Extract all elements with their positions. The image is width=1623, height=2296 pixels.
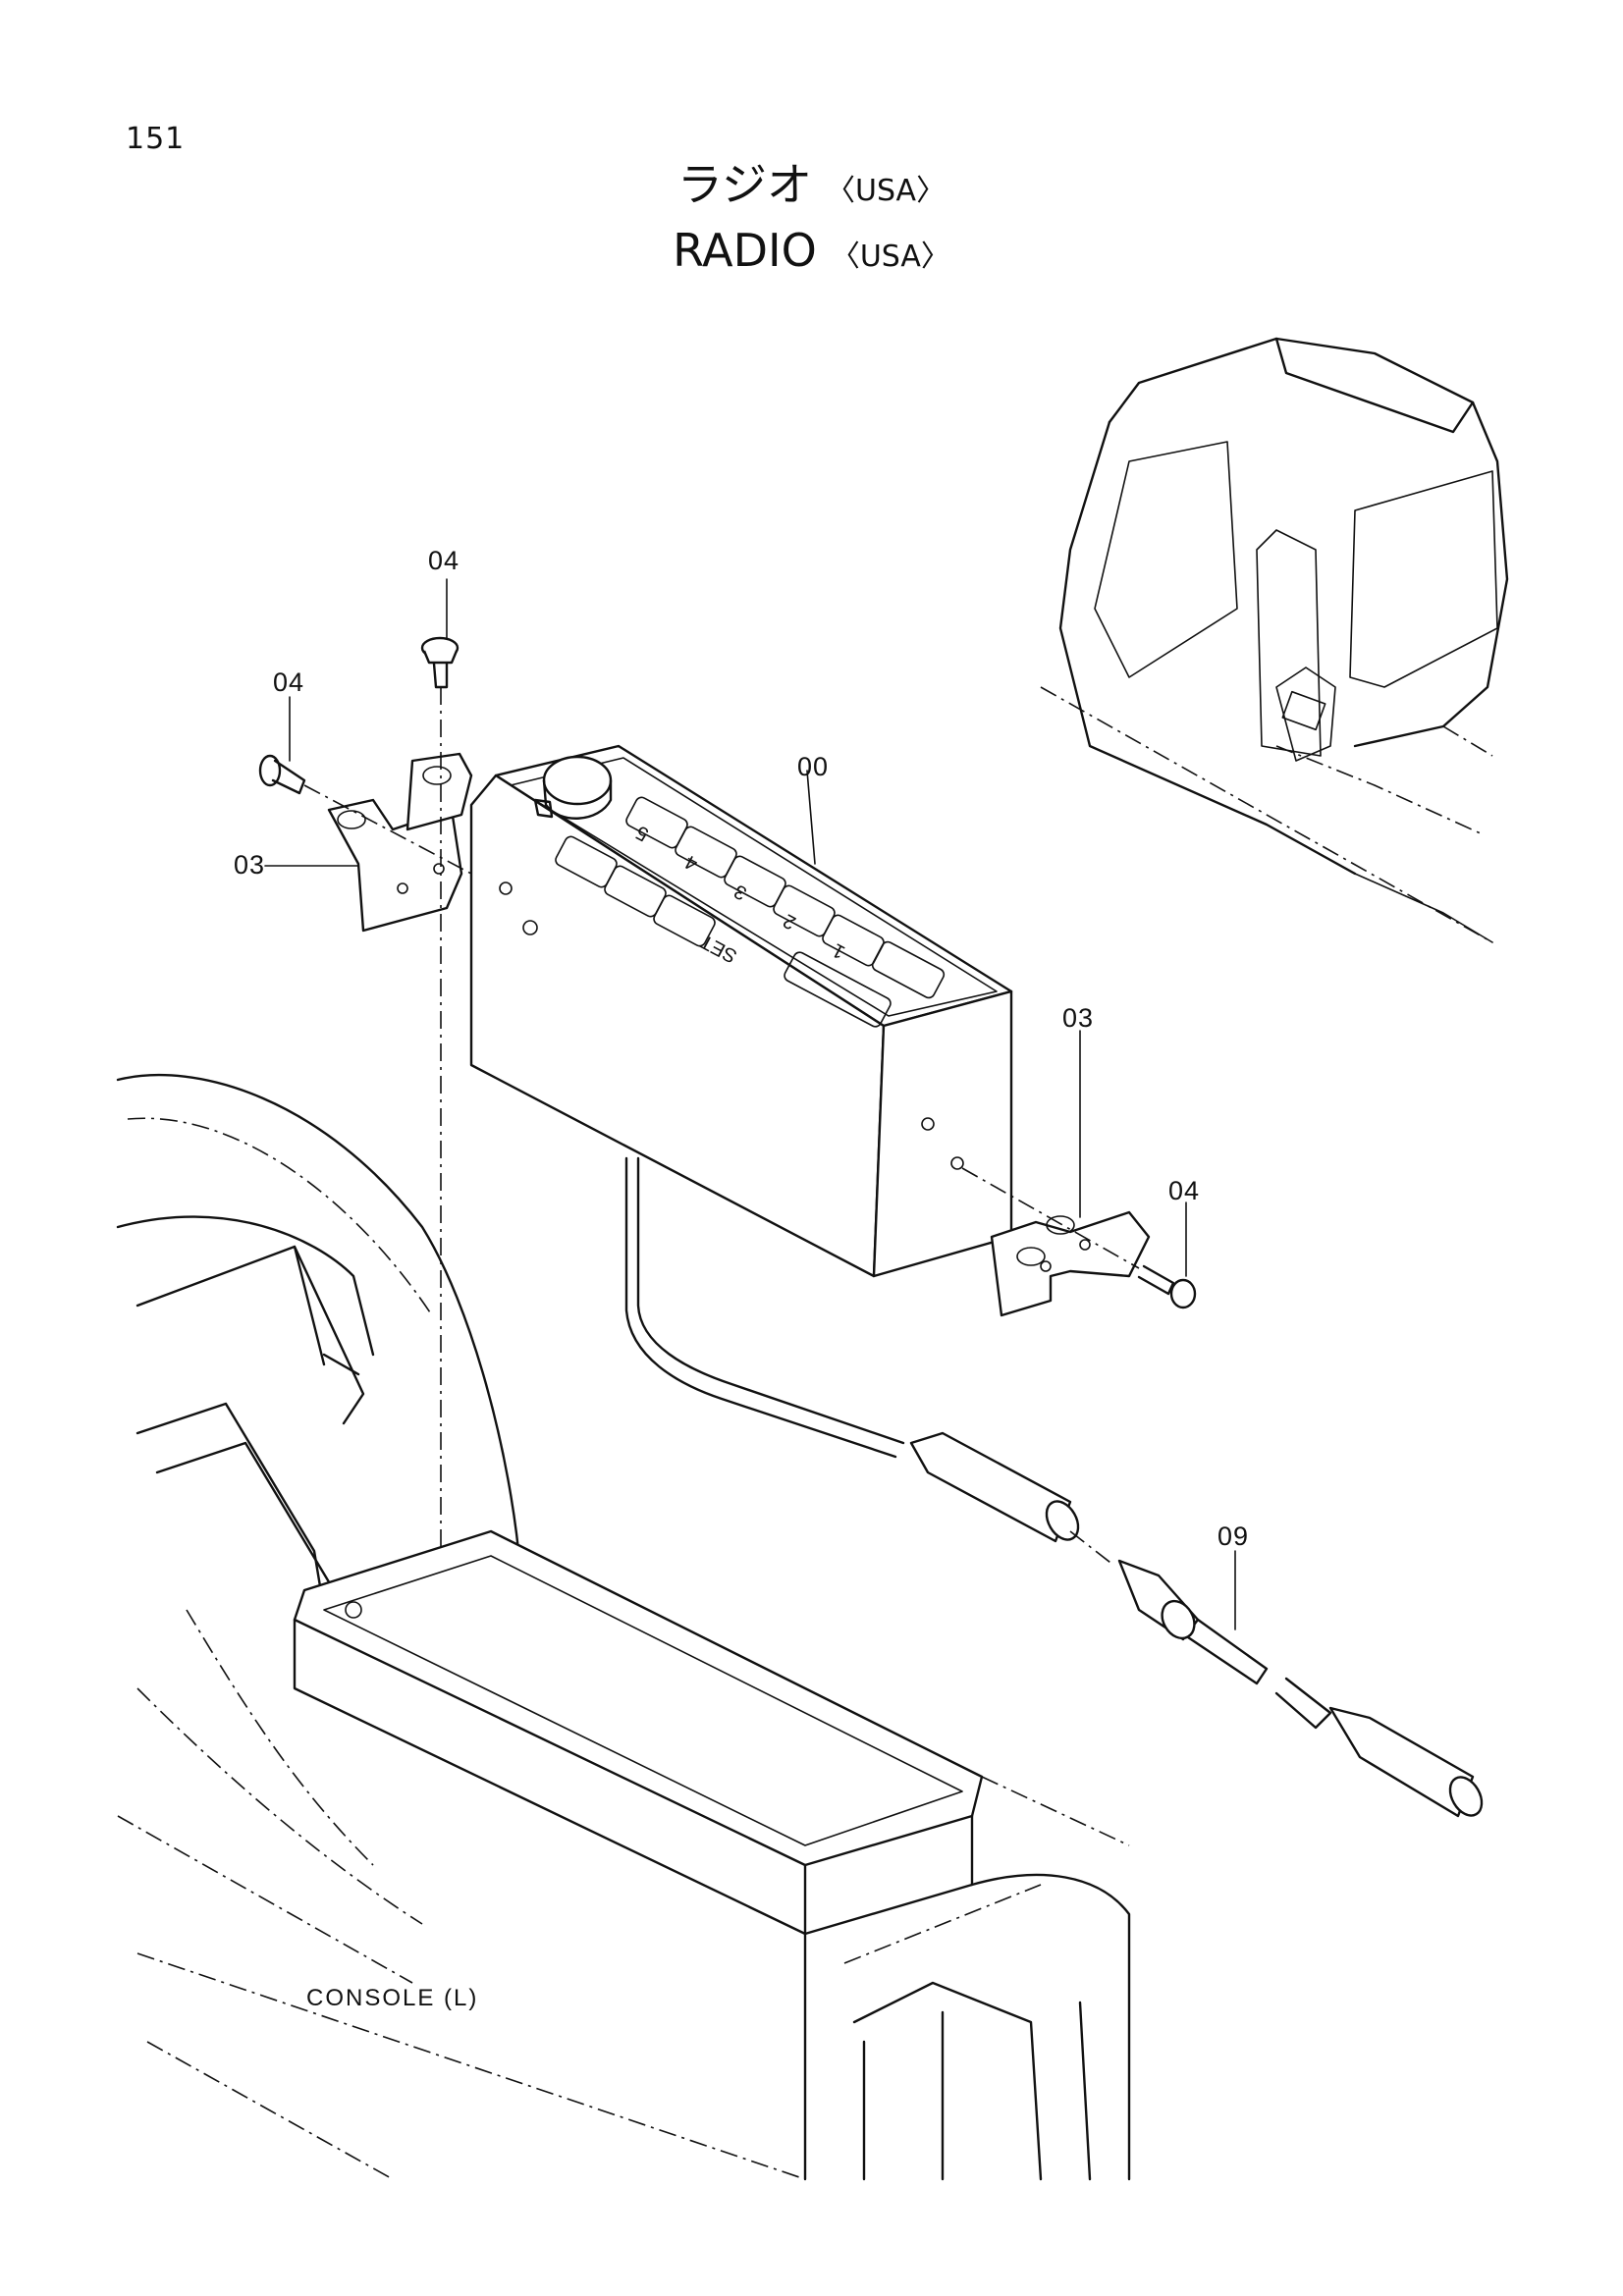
- screw-left: [258, 754, 472, 875]
- title-variant-jp: 〈USA〉: [826, 174, 947, 208]
- title-japanese-line: ラジオ〈USA〉: [0, 157, 1623, 223]
- leader-lines: [264, 578, 1236, 1630]
- callout-bracket-right: 03: [1062, 1003, 1095, 1033]
- title-english: RADIO: [673, 224, 817, 277]
- title-block: ラジオ〈USA〉 RADIO 〈USA〉: [0, 157, 1623, 289]
- cab-inset: [1040, 337, 1509, 943]
- screw-right: [961, 1167, 1197, 1309]
- bracket-left: [327, 752, 473, 933]
- bracket-right: [990, 1210, 1151, 1317]
- console-left: [116, 1073, 1131, 2181]
- callout-screw-left: 04: [273, 667, 305, 697]
- caption-console: CONSOLE (L): [306, 1985, 479, 2011]
- callout-bracket-left: 03: [234, 850, 266, 880]
- callout-screw-right: 04: [1168, 1176, 1201, 1205]
- callout-screw-top: 04: [428, 546, 460, 575]
- title-english-line: RADIO 〈USA〉: [0, 223, 1623, 289]
- page-number: 151: [126, 122, 186, 156]
- radio-unit: [469, 744, 1013, 1459]
- screw-top: [420, 636, 460, 1571]
- callout-radio-unit: 00: [797, 752, 830, 781]
- title-japanese: ラジオ: [676, 158, 812, 211]
- title-variant-en: 〈USA〉: [830, 240, 950, 274]
- antenna-connector: [909, 1431, 1484, 1818]
- callout-antenna-cable: 09: [1217, 1522, 1250, 1551]
